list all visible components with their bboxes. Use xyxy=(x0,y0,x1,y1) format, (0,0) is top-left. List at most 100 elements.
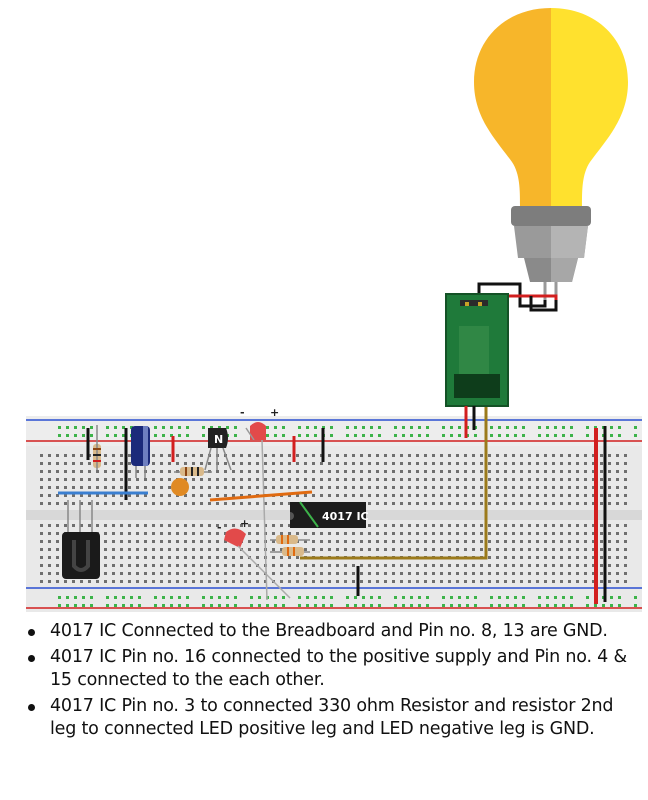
breadboard-hole xyxy=(288,524,291,527)
breadboard-hole xyxy=(592,494,595,497)
breadboard-hole xyxy=(344,532,347,535)
breadboard-hole xyxy=(616,454,619,457)
breadboard-hole xyxy=(432,564,435,567)
breadboard-hole xyxy=(376,470,379,473)
breadboard-hole xyxy=(408,478,411,481)
breadboard-hole xyxy=(296,580,299,583)
breadboard-hole xyxy=(240,580,243,583)
breadboard-hole xyxy=(418,596,421,599)
breadboard-hole xyxy=(584,502,587,505)
breadboard-hole xyxy=(474,604,477,607)
breadboard-hole xyxy=(536,540,539,543)
breadboard-hole xyxy=(432,548,435,551)
breadboard-hole xyxy=(224,548,227,551)
breadboard-hole xyxy=(210,604,213,607)
breadboard-hole xyxy=(216,486,219,489)
breadboard-hole xyxy=(40,494,43,497)
breadboard-hole xyxy=(128,478,131,481)
breadboard-hole xyxy=(74,434,77,437)
breadboard-hole xyxy=(608,454,611,457)
breadboard-hole xyxy=(426,434,429,437)
breadboard-hole xyxy=(360,486,363,489)
breadboard-hole xyxy=(128,470,131,473)
breadboard-hole xyxy=(272,548,275,551)
breadboard-hole xyxy=(464,532,467,535)
breadboard-hole xyxy=(370,596,373,599)
breadboard-hole xyxy=(464,502,467,505)
breadboard-hole xyxy=(322,426,325,429)
breadboard-hole xyxy=(88,502,91,505)
breadboard-hole xyxy=(240,478,243,481)
breadboard-hole xyxy=(272,564,275,567)
breadboard-hole xyxy=(416,564,419,567)
breadboard-hole xyxy=(114,426,117,429)
breadboard-hole xyxy=(608,524,611,527)
breadboard-hole xyxy=(186,426,189,429)
breadboard-hole xyxy=(152,502,155,505)
breadboard-hole xyxy=(224,502,227,505)
breadboard-hole xyxy=(536,502,539,505)
capacitor xyxy=(131,426,150,478)
note-text: 4017 IC Connected to the Breadboard and … xyxy=(50,621,608,641)
breadboard-hole xyxy=(216,540,219,543)
breadboard-hole xyxy=(512,532,515,535)
breadboard-hole xyxy=(512,454,515,457)
breadboard-hole xyxy=(618,426,621,429)
breadboard-hole xyxy=(562,596,565,599)
breadboard-hole xyxy=(328,454,331,457)
breadboard-hole xyxy=(522,596,525,599)
breadboard-hole xyxy=(448,564,451,567)
breadboard-hole xyxy=(544,524,547,527)
breadboard-hole xyxy=(552,524,555,527)
breadboard-hole xyxy=(208,478,211,481)
bullet-icon xyxy=(28,655,35,662)
breadboard-hole xyxy=(520,462,523,465)
breadboard-hole xyxy=(120,462,123,465)
breadboard-hole xyxy=(106,434,109,437)
breadboard-hole xyxy=(448,548,451,551)
breadboard-hole xyxy=(560,548,563,551)
breadboard-hole xyxy=(152,540,155,543)
breadboard-hole xyxy=(416,462,419,465)
breadboard-hole xyxy=(216,556,219,559)
breadboard-hole xyxy=(296,470,299,473)
breadboard-hole xyxy=(472,524,475,527)
breadboard-hole xyxy=(400,494,403,497)
bulb-glass-left xyxy=(474,8,551,206)
breadboard-hole xyxy=(592,470,595,473)
breadboard-hole xyxy=(432,572,435,575)
breadboard-hole xyxy=(112,548,115,551)
breadboard-hole xyxy=(144,494,147,497)
breadboard-hole xyxy=(536,556,539,559)
breadboard-hole xyxy=(424,532,427,535)
breadboard-hole xyxy=(256,540,259,543)
breadboard-hole xyxy=(96,524,99,527)
breadboard-hole xyxy=(160,470,163,473)
breadboard-hole xyxy=(352,478,355,481)
breadboard-hole xyxy=(490,604,493,607)
breadboard-hole xyxy=(232,524,235,527)
breadboard-hole xyxy=(536,486,539,489)
breadboard-hole xyxy=(306,434,309,437)
breadboard-hole xyxy=(376,486,379,489)
breadboard-hole xyxy=(552,548,555,551)
breadboard-hole xyxy=(432,502,435,505)
breadboard-hole xyxy=(282,434,285,437)
breadboard-hole xyxy=(458,434,461,437)
breadboard-hole xyxy=(208,540,211,543)
breadboard-hole xyxy=(520,494,523,497)
breadboard-hole xyxy=(450,426,453,429)
breadboard-hole xyxy=(440,548,443,551)
breadboard-hole xyxy=(122,434,125,437)
breadboard-hole xyxy=(136,548,139,551)
breadboard-hole xyxy=(264,478,267,481)
breadboard-hole xyxy=(240,502,243,505)
wire-brown xyxy=(300,404,488,560)
breadboard-hole xyxy=(226,604,229,607)
breadboard-hole xyxy=(234,426,237,429)
breadboard-hole xyxy=(72,470,75,473)
breadboard-hole xyxy=(424,486,427,489)
breadboard-hole xyxy=(320,580,323,583)
breadboard-hole xyxy=(400,478,403,481)
breadboard-hole xyxy=(576,462,579,465)
